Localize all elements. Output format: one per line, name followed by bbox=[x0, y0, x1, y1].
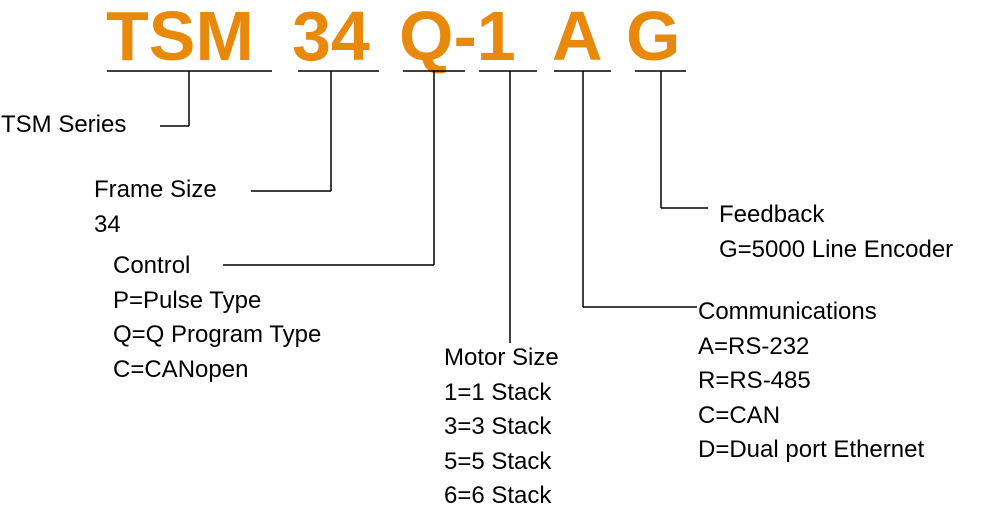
legend-series-title: TSM Series bbox=[1, 111, 127, 138]
legend-control-line: Q=Q Program Type bbox=[113, 321, 322, 348]
legend-frame-size-title: Frame Size bbox=[94, 176, 217, 203]
legend-communications-line: R=RS-485 bbox=[698, 367, 811, 394]
legend-feedback-title: Feedback bbox=[719, 201, 825, 228]
legend-frame-size-line: 34 bbox=[94, 210, 121, 238]
legend-communications-title: Communications bbox=[698, 298, 877, 325]
legend-motor-size-title: Motor Size bbox=[444, 344, 559, 371]
legend-control-line: P=Pulse Type bbox=[113, 286, 262, 314]
legend-motor-size-line: 1=1 Stack bbox=[444, 378, 552, 406]
legend-motor-size-line: 5=5 Stack bbox=[444, 447, 552, 475]
legend-motor-size: Motor Size 1=1 Stack 3=3 Stack 5=5 Stack… bbox=[444, 341, 559, 514]
legend-motor-size-line: 6=6 Stack bbox=[444, 482, 552, 509]
code-frame-size: 34 bbox=[292, 0, 370, 75]
legend-communications-line: A=RS-232 bbox=[698, 332, 810, 360]
legend-feedback: Feedback G=5000 Line Encoder bbox=[719, 198, 953, 267]
legend-frame-size: Frame Size 34 bbox=[94, 173, 217, 242]
legend-communications-line: D=Dual port Ethernet bbox=[698, 436, 925, 463]
code-feedback: G bbox=[626, 0, 681, 75]
code-communications: A bbox=[552, 0, 603, 75]
legend-feedback-line: G=5000 Line Encoder bbox=[719, 235, 954, 263]
legend-motor-size-line: 3=3 Stack bbox=[444, 413, 552, 440]
code-control-motor: Q-1 bbox=[399, 0, 516, 75]
legend-control-title: Control bbox=[113, 252, 191, 279]
code-series: TSM bbox=[106, 0, 254, 75]
legend-communications: Communications A=RS-232 R=RS-485 C=CAN D… bbox=[698, 295, 924, 468]
legend-communications-line: C=CAN bbox=[698, 401, 781, 429]
legend-control: Control P=Pulse Type Q=Q Program Type C=… bbox=[113, 249, 321, 387]
legend-series: TSM Series bbox=[1, 108, 126, 143]
legend-control-line: C=CANopen bbox=[113, 355, 249, 383]
